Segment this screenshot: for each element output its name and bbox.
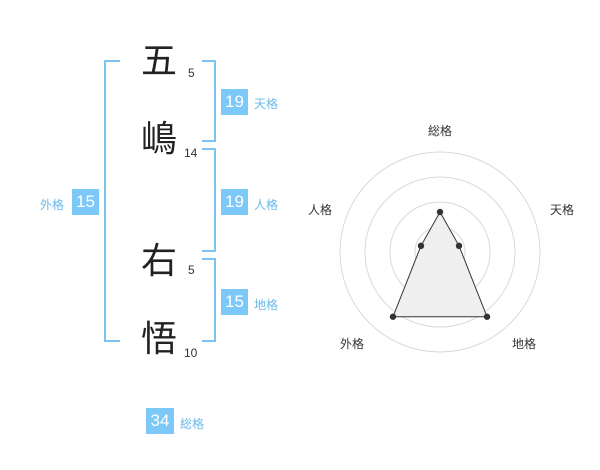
radar-axis-label-jinkaku: 人格 (308, 203, 333, 217)
radar-rings (339, 151, 541, 353)
soukaku-value: 34 (146, 408, 174, 434)
chikaku-value: 15 (221, 289, 248, 315)
stroke-count-2: 14 (184, 146, 198, 160)
radar-point (483, 313, 491, 320)
radar-axis-label-tenkaku: 天格 (550, 203, 575, 217)
radar-axis-label-gaikaku: 外格 (340, 337, 365, 351)
radar-ring (339, 151, 541, 353)
tenkaku-bracket (202, 60, 216, 142)
radar-axis-label-soukaku: 総格 (428, 124, 453, 138)
chikaku-label: 地格 (254, 298, 279, 312)
jinkaku-bracket (202, 148, 216, 252)
name-char-2: 嶋 (141, 119, 178, 160)
gaikaku-bracket (104, 60, 120, 342)
name-char-3: 右 (141, 241, 178, 282)
jinkaku-value: 19 (221, 189, 248, 215)
jinkaku-label: 人格 (254, 198, 279, 212)
radar-point (389, 313, 397, 320)
gaikaku-value: 15 (72, 189, 99, 215)
stroke-count-4: 10 (184, 346, 198, 360)
radar-polygon (392, 210, 488, 318)
tenkaku-label: 天格 (254, 97, 279, 111)
stroke-count-1: 5 (188, 66, 195, 80)
radar-point (417, 242, 425, 250)
radar-points (389, 208, 491, 320)
chikaku-bracket (202, 258, 216, 342)
radar-point (436, 208, 444, 216)
gaikaku-label: 外格 (40, 198, 65, 212)
radar-axis-label-chikaku: 地格 (512, 337, 537, 351)
radar-ring (364, 176, 516, 328)
tenkaku-value: 19 (221, 89, 248, 115)
name-char-1: 五 (141, 41, 178, 82)
soukaku-label: 総格 (180, 417, 205, 431)
radar-point (455, 242, 463, 250)
stroke-count-3: 5 (188, 263, 195, 277)
name-char-4: 悟 (141, 319, 178, 360)
